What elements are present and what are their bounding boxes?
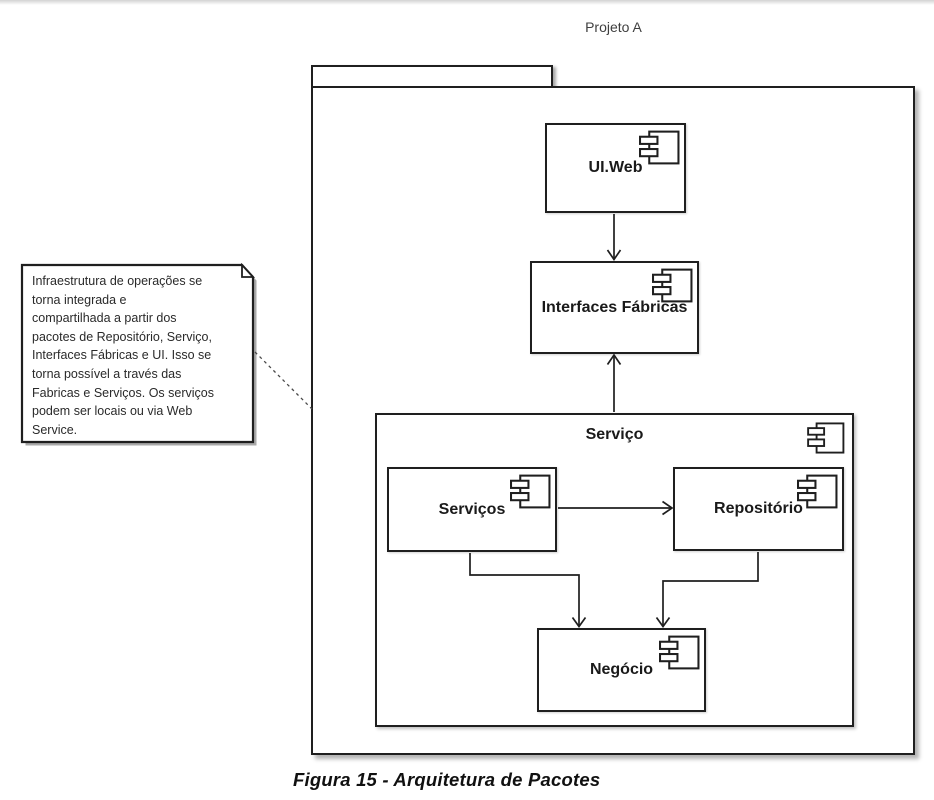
component-icon bbox=[510, 474, 551, 509]
note-line: Interfaces Fábricas e UI. Isso se bbox=[32, 348, 212, 363]
outer-package-tab bbox=[311, 65, 553, 88]
note-line: torna possível a través das bbox=[32, 366, 182, 381]
component-negocio: Negócio bbox=[537, 628, 706, 712]
component-repositorio-label: Repositório bbox=[714, 500, 803, 517]
uml-note: Infraestrutura de operações se torna int… bbox=[20, 263, 258, 449]
component-interfaces-fabricas: Interfaces Fábricas bbox=[530, 261, 699, 354]
note-line: pacotes de Repositório, Serviço, bbox=[32, 329, 212, 344]
note-connector-line bbox=[254, 351, 313, 410]
component-icon bbox=[639, 130, 680, 165]
note-line: torna integrada e bbox=[32, 292, 127, 307]
component-icon bbox=[659, 635, 700, 670]
note-line: Infraestrutura de operações se bbox=[32, 274, 203, 288]
component-icon bbox=[807, 422, 845, 454]
note-line: compartilhada a partir dos bbox=[32, 311, 177, 326]
figure-caption: Figura 15 - Arquitetura de Pacotes bbox=[293, 769, 601, 790]
component-negocio-label: Negócio bbox=[589, 661, 654, 678]
page-edge-shadow bbox=[0, 0, 934, 5]
component-ui-web-label: UI.Web bbox=[588, 159, 643, 176]
note-icon bbox=[20, 263, 257, 446]
note-line: Service. bbox=[32, 422, 78, 437]
component-interfaces-fabricas-label: Interfaces Fábricas bbox=[541, 298, 688, 316]
component-servicos: Serviços bbox=[387, 467, 557, 552]
diagram-title: Projeto A bbox=[585, 19, 642, 35]
package-servico-label: Serviço bbox=[585, 426, 644, 443]
component-icon bbox=[797, 474, 838, 509]
component-repositorio: Repositório bbox=[673, 467, 844, 551]
note-text: Infraestrutura de operações se torna int… bbox=[32, 272, 244, 439]
note-line: podem ser locais ou via Web bbox=[32, 404, 193, 419]
component-servicos-label: Serviços bbox=[438, 500, 506, 518]
component-icon bbox=[652, 268, 693, 303]
note-line: Fabricas e Serviços. Os serviços bbox=[32, 385, 214, 400]
component-ui-web: UI.Web bbox=[545, 123, 686, 213]
